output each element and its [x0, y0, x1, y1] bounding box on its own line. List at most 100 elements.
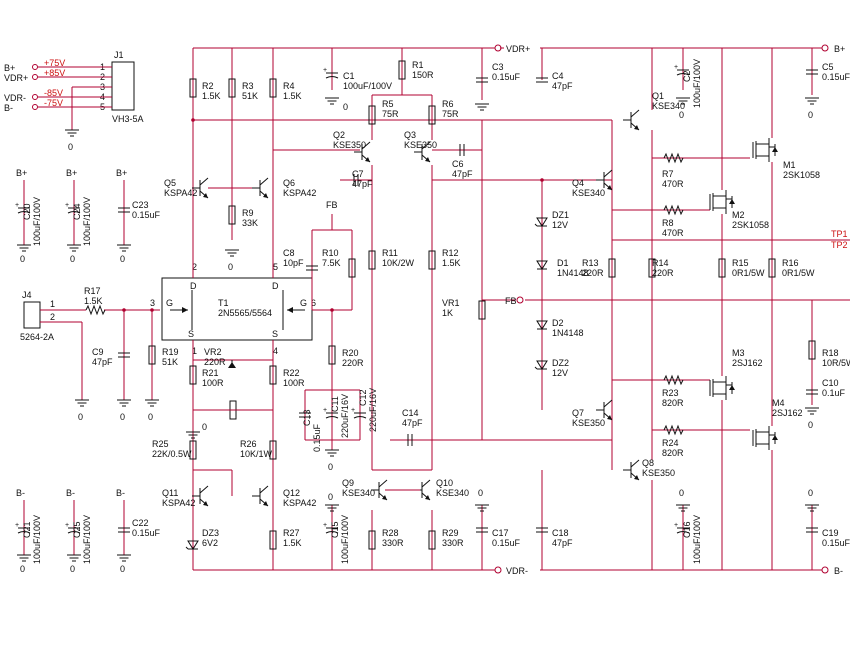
j1-connector: J1 VH3-5A 1 2 3 4 5 0 B+ VDR+ VDR- B- +7… [4, 50, 144, 152]
component-r19-ref: R19 [162, 347, 179, 357]
component-t1-ref: T1 [218, 298, 229, 308]
component-r27-ref: R27 [283, 528, 300, 538]
component-m2-value: 2SK1058 [732, 220, 769, 230]
component-m3-value: 2SJ162 [732, 358, 763, 368]
component-q11-value: KSPA42 [162, 498, 195, 508]
component-c3-ref: C3 [492, 62, 504, 72]
gnd-i: 0 [148, 412, 153, 422]
j1-v1: +75V [44, 58, 65, 68]
t1-s-left: S [188, 329, 194, 339]
vdr-minus-label: VDR- [506, 566, 528, 576]
j4-part: 5264-2A [20, 332, 54, 342]
component-dz2-value: 12V [552, 368, 568, 378]
component-c1-value: 100uF/100V [343, 81, 392, 91]
component-r5-value: 75R [382, 109, 399, 119]
component-c11-ref: C11 [330, 396, 340, 412]
output-stage: 0 0 0 [709, 48, 820, 570]
component-m3-ref: M3 [732, 348, 745, 358]
component-c5-value: 0.15uF [822, 72, 850, 82]
component-c11-value: 220uF/16V [340, 394, 350, 438]
j1-v3: -85V [44, 88, 63, 98]
component-c1-ref: C1 [343, 71, 355, 81]
component-m1-ref: M1 [783, 160, 796, 170]
b-plus-rail: B+ [540, 44, 845, 54]
component-r18-ref: R18 [822, 348, 839, 358]
bplus-2: B+ [66, 168, 77, 178]
component-r29-value: 330R [442, 538, 464, 548]
component-q2-ref: Q2 [333, 130, 345, 140]
component-c23-ref: C23 [132, 200, 149, 210]
t1-s-right: S [272, 329, 278, 339]
component-c22-value: 0.15uF [132, 528, 161, 538]
component-c19-value: 0.15uF [822, 538, 850, 548]
component-r21-ref: R21 [202, 368, 219, 378]
component-q4-ref: Q4 [572, 178, 584, 188]
component-r28-ref: R28 [382, 528, 399, 538]
component-c10-ref: C10 [822, 378, 839, 388]
t1-n3: 3 [150, 298, 155, 308]
component-c7-value: 47pF [352, 179, 373, 189]
component-r1-ref: R1 [412, 60, 424, 70]
component-r25-value: 22K/0.5W [152, 449, 192, 459]
component-t1-value: 2N5565/5564 [218, 308, 272, 318]
component-r6-ref: R6 [442, 99, 454, 109]
gnd-j: 0 [228, 262, 233, 272]
gnd-g: 0 [78, 412, 83, 422]
component-c8-ref: C8 [283, 248, 295, 258]
component-vr1-ref: VR1 [442, 298, 460, 308]
component-c13-value: 0.15uF [312, 423, 322, 452]
component-q1-ref: Q1 [652, 91, 664, 101]
component-m1-value: 2SK1058 [783, 170, 820, 180]
t1-d-left: D [190, 281, 197, 291]
gnd-s: 0 [808, 420, 813, 430]
component-d2-ref: D2 [552, 318, 564, 328]
component-r3-value: 51K [242, 91, 258, 101]
component-c20-ref: C20 [22, 203, 32, 220]
component-r17-value: 1.5K [84, 296, 103, 306]
component-q12-ref: Q12 [283, 488, 300, 498]
gnd-p: 0 [679, 110, 684, 120]
component-c21-value: 100uF/100V [32, 515, 42, 564]
j1-part: VH3-5A [112, 114, 144, 124]
component-labels: R21.5KR351KR41.5KC1100uF/100VR1150RC30.1… [22, 59, 850, 564]
j1-net-vdrminus: VDR- [4, 93, 26, 103]
t1-n5: 5 [273, 262, 278, 272]
component-q11-ref: Q11 [162, 488, 178, 498]
component-r4-ref: R4 [283, 81, 295, 91]
component-c15-ref: C15 [330, 521, 340, 538]
component-r22-ref: R22 [283, 368, 300, 378]
t1-d-right: D [272, 281, 279, 291]
gnd-b: 0 [70, 254, 75, 264]
component-c2-value: 100uF/100V [692, 59, 702, 108]
vdr-minus-rail: VDR- [193, 566, 528, 576]
component-q8-ref: Q8 [642, 458, 654, 468]
component-r3-ref: R3 [242, 81, 254, 91]
front-end-wiring: 0 0 0 0 [185, 48, 612, 570]
j4-pin2: 2 [50, 312, 55, 322]
component-r29-ref: R29 [442, 528, 459, 538]
component-r2-value: 1.5K [202, 91, 221, 101]
component-r18-value: 10R/5W [822, 358, 850, 368]
component-d1-ref: D1 [557, 258, 569, 268]
component-c24-ref: C24 [72, 203, 82, 220]
component-r9-value: 33K [242, 218, 258, 228]
component-c14-value: 47pF [402, 418, 423, 428]
component-c5-ref: C5 [822, 62, 834, 72]
fb-net: FB [482, 296, 850, 306]
component-dz3-ref: DZ3 [202, 528, 219, 538]
component-r25-ref: R25 [152, 439, 169, 449]
t1-n1: 1 [192, 346, 197, 356]
component-c12-ref: C12 [358, 389, 368, 406]
j1-net-bminus: B- [4, 103, 13, 113]
component-r2-ref: R2 [202, 81, 214, 91]
component-q2-value: KSE350 [333, 140, 366, 150]
gnd-h: 0 [120, 412, 125, 422]
decoupling-bottom-left: B- B- B- 0 0 0 [14, 488, 132, 574]
component-c9-value: 47pF [92, 357, 113, 367]
j1-v2: +85V [44, 68, 65, 78]
component-r15-ref: R15 [732, 258, 749, 268]
bminus-1: B- [16, 488, 25, 498]
component-m2-ref: M2 [732, 210, 745, 220]
component-vr1-value: 1K [442, 308, 453, 318]
